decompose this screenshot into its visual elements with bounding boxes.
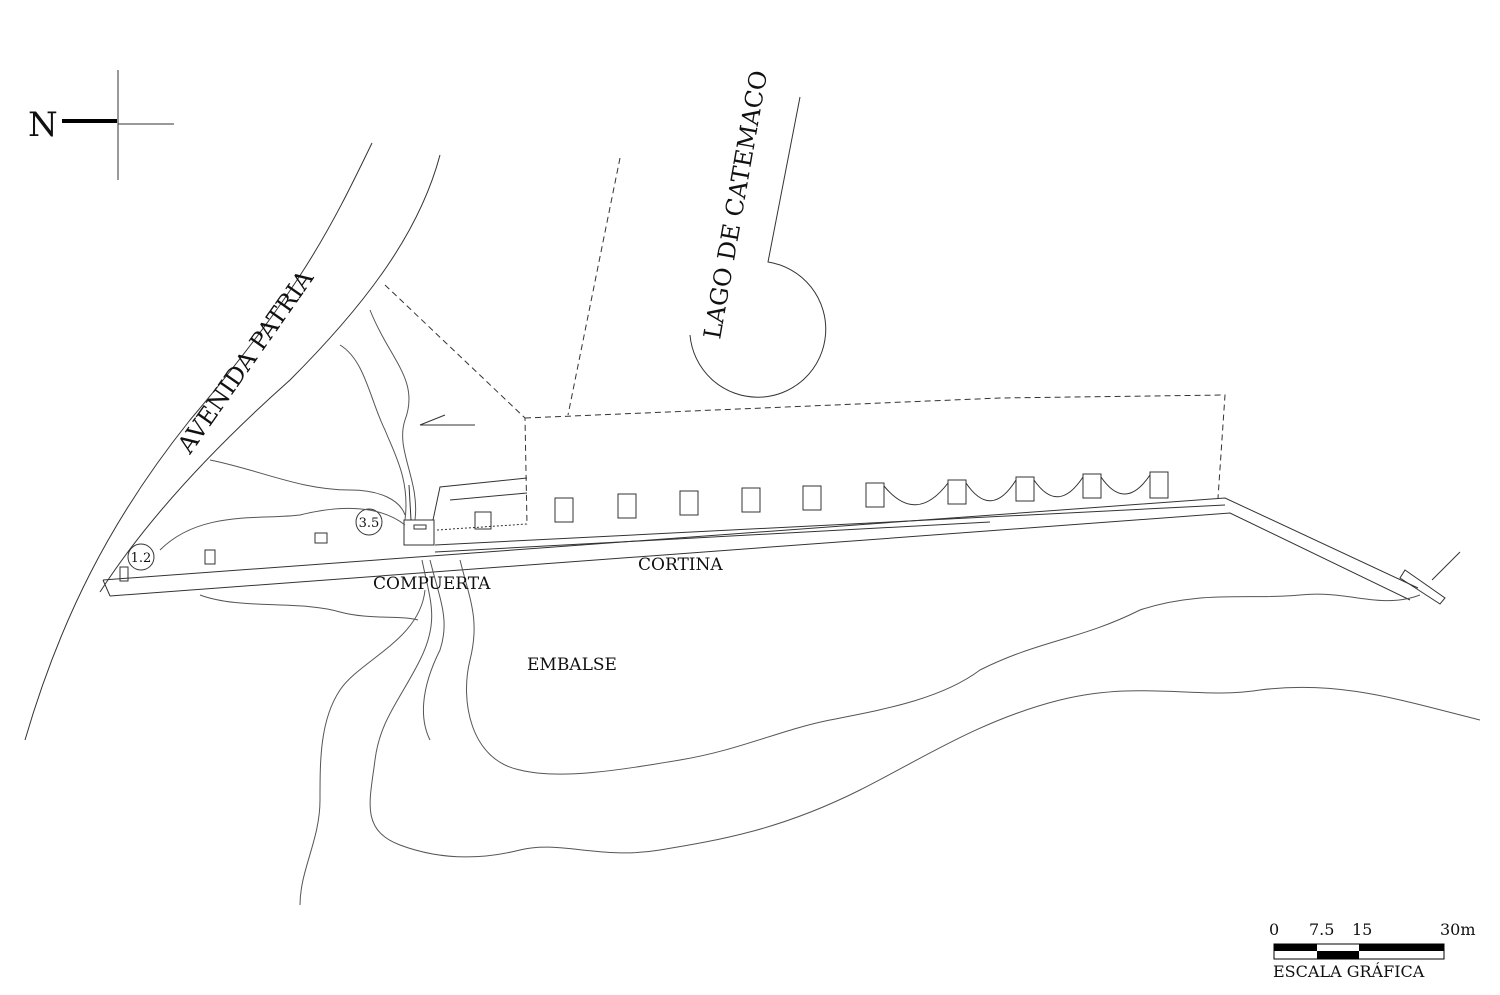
terrain-contours (159, 309, 1481, 906)
scale-tick: 0 (1269, 920, 1279, 939)
gate-label: COMPUERTA (373, 574, 491, 594)
svg-text:3.5: 3.5 (359, 516, 380, 531)
level-marker: 1.2 (127, 543, 155, 571)
level-marker: 3.5 (355, 508, 383, 536)
scale-tick: 30m (1440, 920, 1476, 939)
scale-tick: 15 (1352, 920, 1372, 939)
road-label: AVENIDA PATRIA (171, 264, 319, 459)
svg-text:1.2: 1.2 (131, 551, 152, 566)
road-avenida-patria: AVENIDA PATRIA (24, 142, 441, 741)
lake-label: LAGO DE CATEMACO (698, 68, 773, 341)
gate-structure (403, 477, 528, 546)
lake-catemaco: LAGO DE CATEMACO (689, 68, 827, 398)
graphic-scale: 0 7.5 15 30m ESCALA GRÁFICA (1269, 920, 1476, 981)
scale-tick: 7.5 (1309, 920, 1334, 939)
flow-arrow (419, 414, 475, 426)
dam-label: CORTINA (638, 555, 723, 575)
dam-cortina (102, 471, 1461, 605)
scale-title: ESCALA GRÁFICA (1273, 961, 1425, 981)
north-arrow: N (28, 70, 174, 180)
dam-pillars (119, 471, 1169, 582)
property-boundary (384, 157, 1226, 526)
north-label: N (28, 105, 58, 145)
reservoir-label: EMBALSE (527, 655, 617, 675)
